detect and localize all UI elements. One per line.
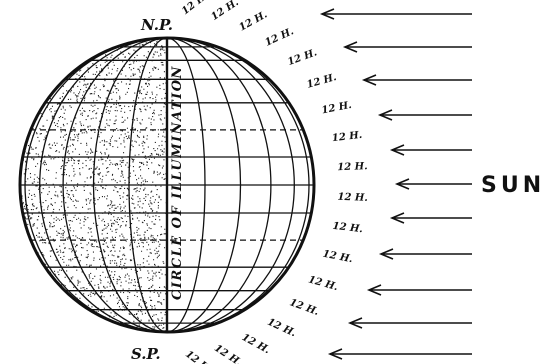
hour-label: 12 H.	[337, 192, 368, 204]
north-pole-label: N.P.	[140, 16, 173, 34]
hour-label: 12 H.	[209, 0, 240, 23]
hour-label: 12 H.	[332, 221, 363, 235]
hour-label: 12 H.	[240, 332, 272, 356]
sun-label: SUN	[481, 173, 545, 198]
hour-label: 12 H.	[321, 100, 353, 117]
hour-label: 12 H.	[212, 343, 243, 364]
circle-of-illumination-label: CIRCLE OF ILLUMINATION	[170, 65, 185, 300]
hour-label: 12 H.	[263, 26, 295, 49]
sun-rays	[322, 9, 472, 359]
hour-label: 12 H.	[237, 9, 269, 33]
hour-label: 12 H.	[288, 297, 320, 318]
hour-label: 12 H.	[337, 161, 368, 173]
hour-label: 12 H.	[286, 47, 318, 68]
hour-label: 12 H.	[183, 349, 214, 364]
hour-label: 12 H.	[322, 249, 354, 266]
hour-label: 12 H.	[307, 274, 339, 293]
hour-label: 12 H.	[180, 0, 211, 17]
globe	[20, 38, 314, 333]
hour-label: 12 H.	[331, 130, 362, 144]
south-pole-label: S.P.	[131, 345, 161, 363]
hour-label: 12 H.	[265, 317, 297, 340]
hour-label: 12 H.	[306, 72, 338, 91]
